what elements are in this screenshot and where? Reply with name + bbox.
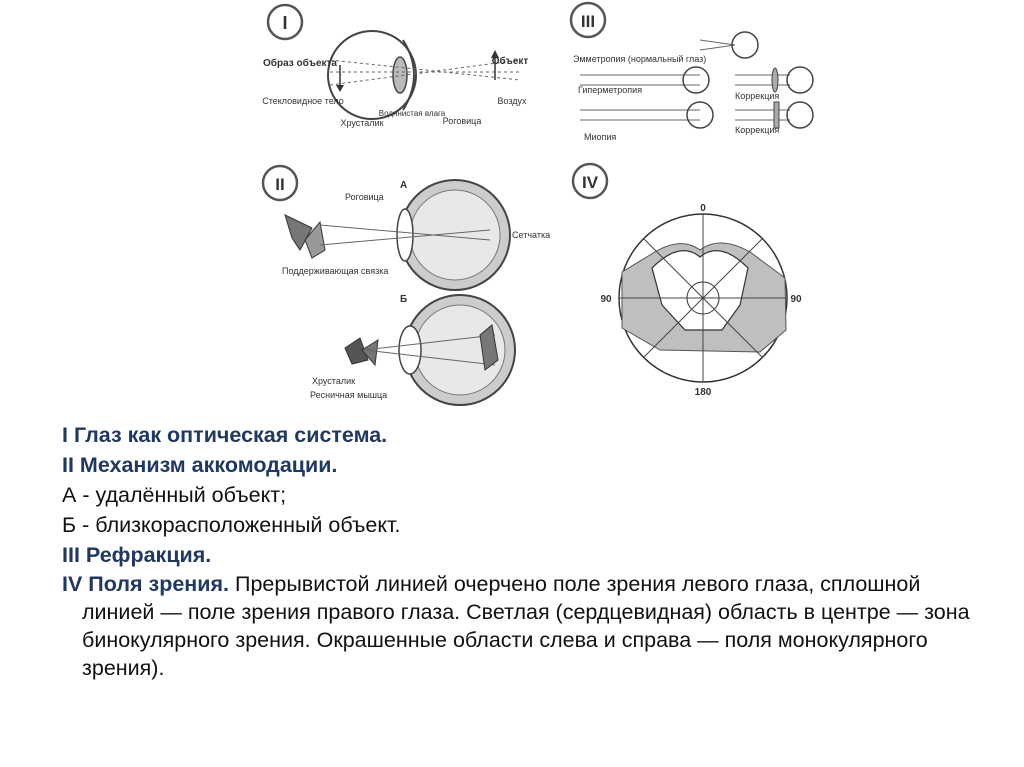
label-correction-2: Коррекция xyxy=(735,125,779,135)
label-myopia: Миопия xyxy=(584,132,616,142)
panel-numeral: IV xyxy=(582,173,599,192)
caption-line-3: А - удалённый объект; xyxy=(62,483,287,507)
label-top: 0 xyxy=(700,203,706,214)
label-object: Объект xyxy=(492,55,529,67)
caption-line-6: IV Поля зрения. Прерывистой линией очерч… xyxy=(62,570,992,682)
label-correction-1: Коррекция xyxy=(735,91,779,101)
panel-numeral: II xyxy=(275,175,284,194)
label-ligament: Поддерживающая связка xyxy=(282,266,388,276)
label-vitreous: Стекловидное тело xyxy=(262,96,344,106)
caption-line-5: III Рефракция. xyxy=(62,543,212,567)
figure: I Образ объекта Объект Стекловидное тело… xyxy=(261,1,814,406)
panel-refraction: III Эмметропия (нормальный глаз) Гиперме… xyxy=(569,1,814,142)
label-cornea: Роговица xyxy=(345,192,384,202)
panel-visual-fields: IV 0 90 90 180 xyxy=(571,162,802,398)
label-lens: Хрусталик xyxy=(340,118,383,128)
label-hypermetropia: Гиперметропия xyxy=(578,85,642,95)
panel-numeral: I xyxy=(282,13,287,33)
caption-line-4: Б - близкорасположенный объект. xyxy=(62,513,401,537)
label-bottom: 180 xyxy=(695,387,712,398)
caption-line-6-text: Прерывистой линией очерчено поле зрения … xyxy=(82,572,970,680)
label-right: 90 xyxy=(790,294,802,305)
label-ciliary: Ресничная мышца xyxy=(310,390,387,400)
panel-accommodation: II А Роговица Сетчатка Поддерживающая св… xyxy=(261,164,550,406)
caption-line-2: II Механизм аккомодации. xyxy=(62,453,338,477)
label-b: Б xyxy=(400,294,407,305)
label-emmetropia: Эмметропия (нормальный глаз) xyxy=(573,54,706,64)
label-a: А xyxy=(400,180,407,191)
label-cornea: Роговица xyxy=(443,116,482,126)
panel-eye-optical-system: I Образ объекта Объект Стекловидное тело… xyxy=(262,3,529,128)
panel-numeral: III xyxy=(581,12,595,31)
label-air: Воздух xyxy=(497,96,527,106)
caption-line-1: I Глаз как оптическая система. xyxy=(62,423,388,447)
label-aqueous: Водянистая влага xyxy=(379,109,446,118)
label-lens: Хрусталик xyxy=(312,376,355,386)
label-retina: Сетчатка xyxy=(512,230,550,240)
label-left: 90 xyxy=(600,294,612,305)
caption-line-6-title: IV Поля зрения. xyxy=(62,572,230,596)
label-image: Образ объекта xyxy=(263,57,337,69)
caption: I Глаз как оптическая система. II Механи… xyxy=(62,420,992,682)
